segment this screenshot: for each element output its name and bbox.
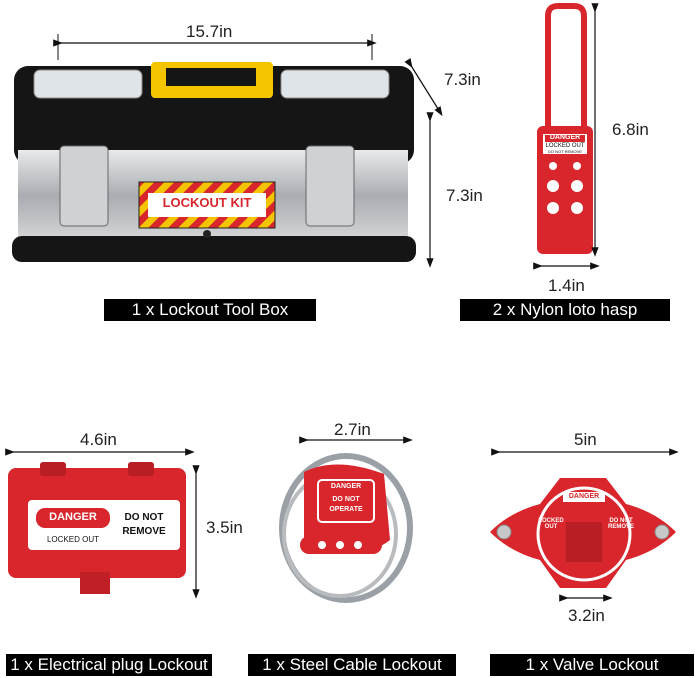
toolbox-width-label: 15.7in xyxy=(186,22,233,41)
valve-danger-text: DANGER xyxy=(568,493,600,500)
hasp-height-label: 6.8in xyxy=(612,120,649,139)
valve-width-label: 5in xyxy=(574,430,597,449)
hasp-width-label: 1.4in xyxy=(548,276,585,295)
toolbox-image xyxy=(12,62,416,262)
plug-donot-text: DO NOT xyxy=(124,512,164,523)
plug-caption: 1 x Electrical plug Lockout xyxy=(6,654,212,676)
toolbox-height-label: 7.3in xyxy=(446,186,483,205)
toolbox-depth-label: 7.3in xyxy=(444,70,481,89)
cable-width-label: 2.7in xyxy=(334,420,371,439)
cable-donot-text: DO NOT xyxy=(332,496,360,503)
toolbox-caption: 1 x Lockout Tool Box xyxy=(104,299,316,321)
valve-donot-text: DO NOT REMOVE xyxy=(607,518,634,530)
cable-caption: 1 x Steel Cable Lockout xyxy=(248,654,456,676)
hasp-tag-title: DANGER xyxy=(549,134,581,141)
valve-height-label: 3.2in xyxy=(568,606,605,625)
plug-height-label: 3.5in xyxy=(206,518,243,537)
plug-locked-text: LOCKED OUT xyxy=(46,535,99,544)
cable-danger-text: DANGER xyxy=(330,483,362,490)
plug-lockout-image xyxy=(8,462,186,594)
plug-width-label: 4.6in xyxy=(80,430,117,449)
hasp-caption: 2 x Nylon loto hasp xyxy=(460,299,670,321)
valve-lockout-image xyxy=(490,478,676,588)
valve-locked-text: LOCKED OUT xyxy=(538,518,564,530)
toolbox-label: LOCKOUT KIT xyxy=(162,195,252,210)
hasp-tag-line2: DO NOT REMOVE xyxy=(548,149,582,154)
cable-operate-text: OPERATE xyxy=(329,506,363,513)
plug-danger-text: DANGER xyxy=(49,511,97,523)
toolbox-depth-line xyxy=(404,58,443,117)
cable-lockout-image xyxy=(279,453,413,603)
plug-remove-text: REMOVE xyxy=(122,526,166,537)
hasp-tag-line1: LOCKED OUT xyxy=(545,143,585,149)
valve-caption: 1 x Valve Lockout xyxy=(490,654,694,676)
hasp-image xyxy=(537,3,593,254)
